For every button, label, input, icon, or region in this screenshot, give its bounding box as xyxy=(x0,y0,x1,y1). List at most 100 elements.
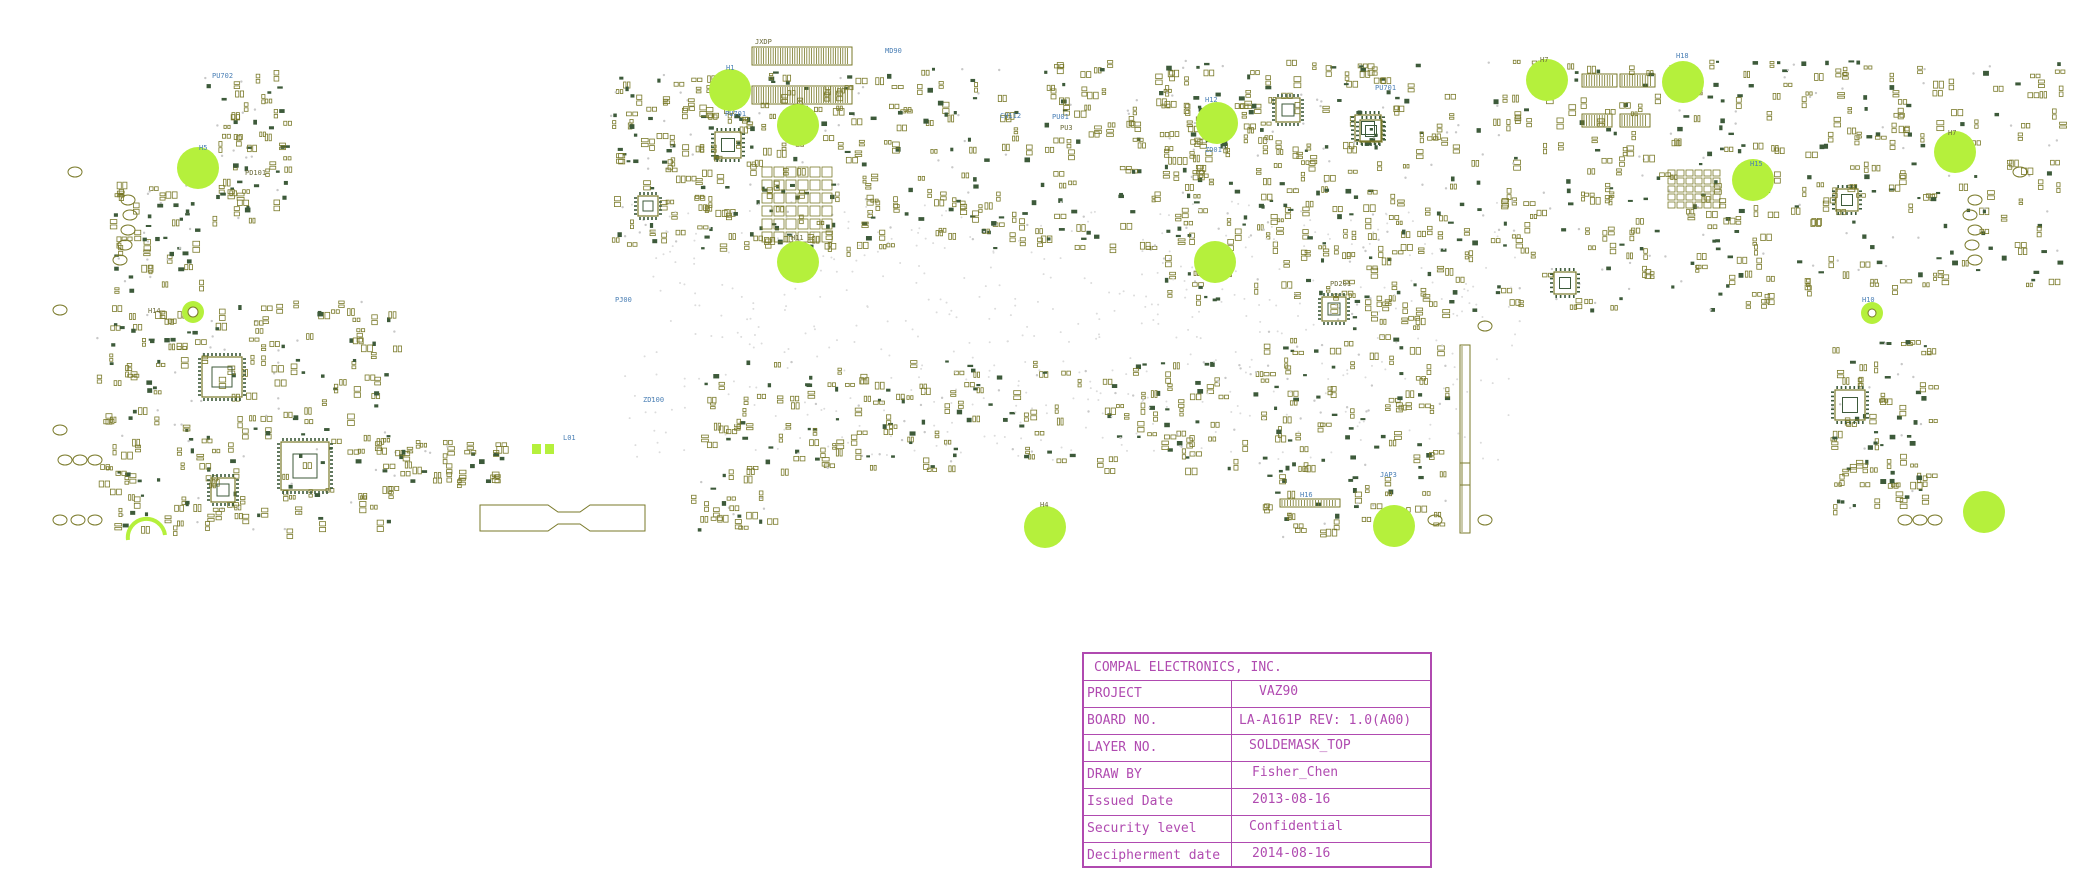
via xyxy=(117,257,120,260)
via xyxy=(1321,362,1324,365)
smd-component xyxy=(207,513,215,522)
smd-component xyxy=(283,411,293,419)
via xyxy=(1152,318,1155,321)
filled-pad xyxy=(1132,169,1136,174)
smd-component xyxy=(851,118,863,126)
bga-block xyxy=(809,166,821,178)
filled-pad xyxy=(173,203,179,208)
smd-component xyxy=(1745,301,1751,309)
smd-component xyxy=(1891,122,1897,134)
via xyxy=(679,282,682,285)
smd-component xyxy=(1418,403,1431,409)
smd-component xyxy=(1101,88,1107,95)
smd-component xyxy=(1695,265,1700,273)
filled-pad xyxy=(1164,164,1168,170)
via xyxy=(1808,95,1812,99)
via xyxy=(1127,392,1130,395)
via xyxy=(1098,318,1101,321)
mounting-hole xyxy=(1024,506,1066,548)
filled-pad xyxy=(1251,103,1257,109)
smd-component xyxy=(1134,121,1142,132)
via xyxy=(1461,295,1464,298)
filled-pad xyxy=(1677,126,1683,132)
via xyxy=(1357,353,1361,356)
smd-component xyxy=(972,210,979,223)
via xyxy=(1226,212,1229,215)
smd-component xyxy=(661,232,667,244)
smd-component xyxy=(729,505,740,512)
smd-component xyxy=(1181,448,1187,460)
smd-component xyxy=(780,468,789,476)
filled-pad xyxy=(1896,415,1902,420)
smd-component xyxy=(234,512,243,520)
via xyxy=(1193,121,1197,125)
smd-component xyxy=(907,436,914,443)
smd-component xyxy=(172,219,180,227)
filled-pad xyxy=(1807,175,1812,180)
smd-component xyxy=(695,178,703,186)
filled-pad xyxy=(973,177,977,182)
via xyxy=(1324,392,1327,395)
via xyxy=(1140,322,1143,325)
filled-pad xyxy=(216,194,220,200)
via xyxy=(159,201,162,205)
smd-component xyxy=(2030,73,2041,79)
via xyxy=(1222,146,1225,149)
via xyxy=(1300,93,1303,96)
via xyxy=(1411,220,1414,223)
via xyxy=(843,211,846,214)
smd-component xyxy=(896,393,905,401)
via xyxy=(798,239,801,242)
filled-pad xyxy=(1880,479,1887,485)
smd-component xyxy=(1000,114,1012,123)
via xyxy=(1019,421,1022,424)
via xyxy=(1734,122,1737,125)
smd-component xyxy=(114,523,123,531)
via xyxy=(1035,374,1039,377)
bga-block xyxy=(1667,193,1676,201)
mounting-hole xyxy=(1194,241,1236,283)
via xyxy=(1148,406,1151,409)
filled-pad xyxy=(739,118,743,121)
via xyxy=(265,414,268,418)
smd-component xyxy=(2056,182,2061,193)
smd-component xyxy=(1186,120,1193,128)
smd-component xyxy=(1279,474,1286,485)
via xyxy=(727,251,730,254)
smd-component xyxy=(1436,123,1443,133)
filled-pad xyxy=(629,124,635,129)
via xyxy=(1017,384,1020,387)
via xyxy=(1369,297,1372,300)
smd-component xyxy=(1301,160,1310,165)
filled-pad xyxy=(282,195,287,200)
filled-pad xyxy=(956,199,961,203)
smd-component xyxy=(1165,255,1172,268)
smd-component xyxy=(2052,108,2057,120)
smd-component xyxy=(935,230,943,237)
via xyxy=(1313,399,1316,402)
smd-component xyxy=(1900,453,1907,466)
smd-component xyxy=(1649,271,1655,279)
smd-component xyxy=(1320,529,1327,538)
smd-component xyxy=(1178,399,1185,408)
filled-pad xyxy=(1404,98,1410,104)
smd-component xyxy=(127,373,140,378)
smd-component xyxy=(1723,217,1736,225)
filled-pad xyxy=(666,149,672,153)
filled-pad xyxy=(206,435,210,440)
via xyxy=(857,404,860,407)
bga-block xyxy=(785,166,797,178)
smd-component xyxy=(1518,300,1524,308)
filled-pad xyxy=(246,205,250,210)
bga-block xyxy=(1712,193,1721,201)
smd-component xyxy=(1836,369,1845,379)
smd-component xyxy=(1568,104,1577,116)
filled-pad xyxy=(1889,434,1896,440)
via xyxy=(1040,224,1043,227)
smd-component xyxy=(809,439,820,447)
smd-component xyxy=(1858,376,1864,389)
filled-pad xyxy=(1337,99,1342,102)
smd-component xyxy=(1932,90,1943,97)
smd-component xyxy=(223,178,231,187)
